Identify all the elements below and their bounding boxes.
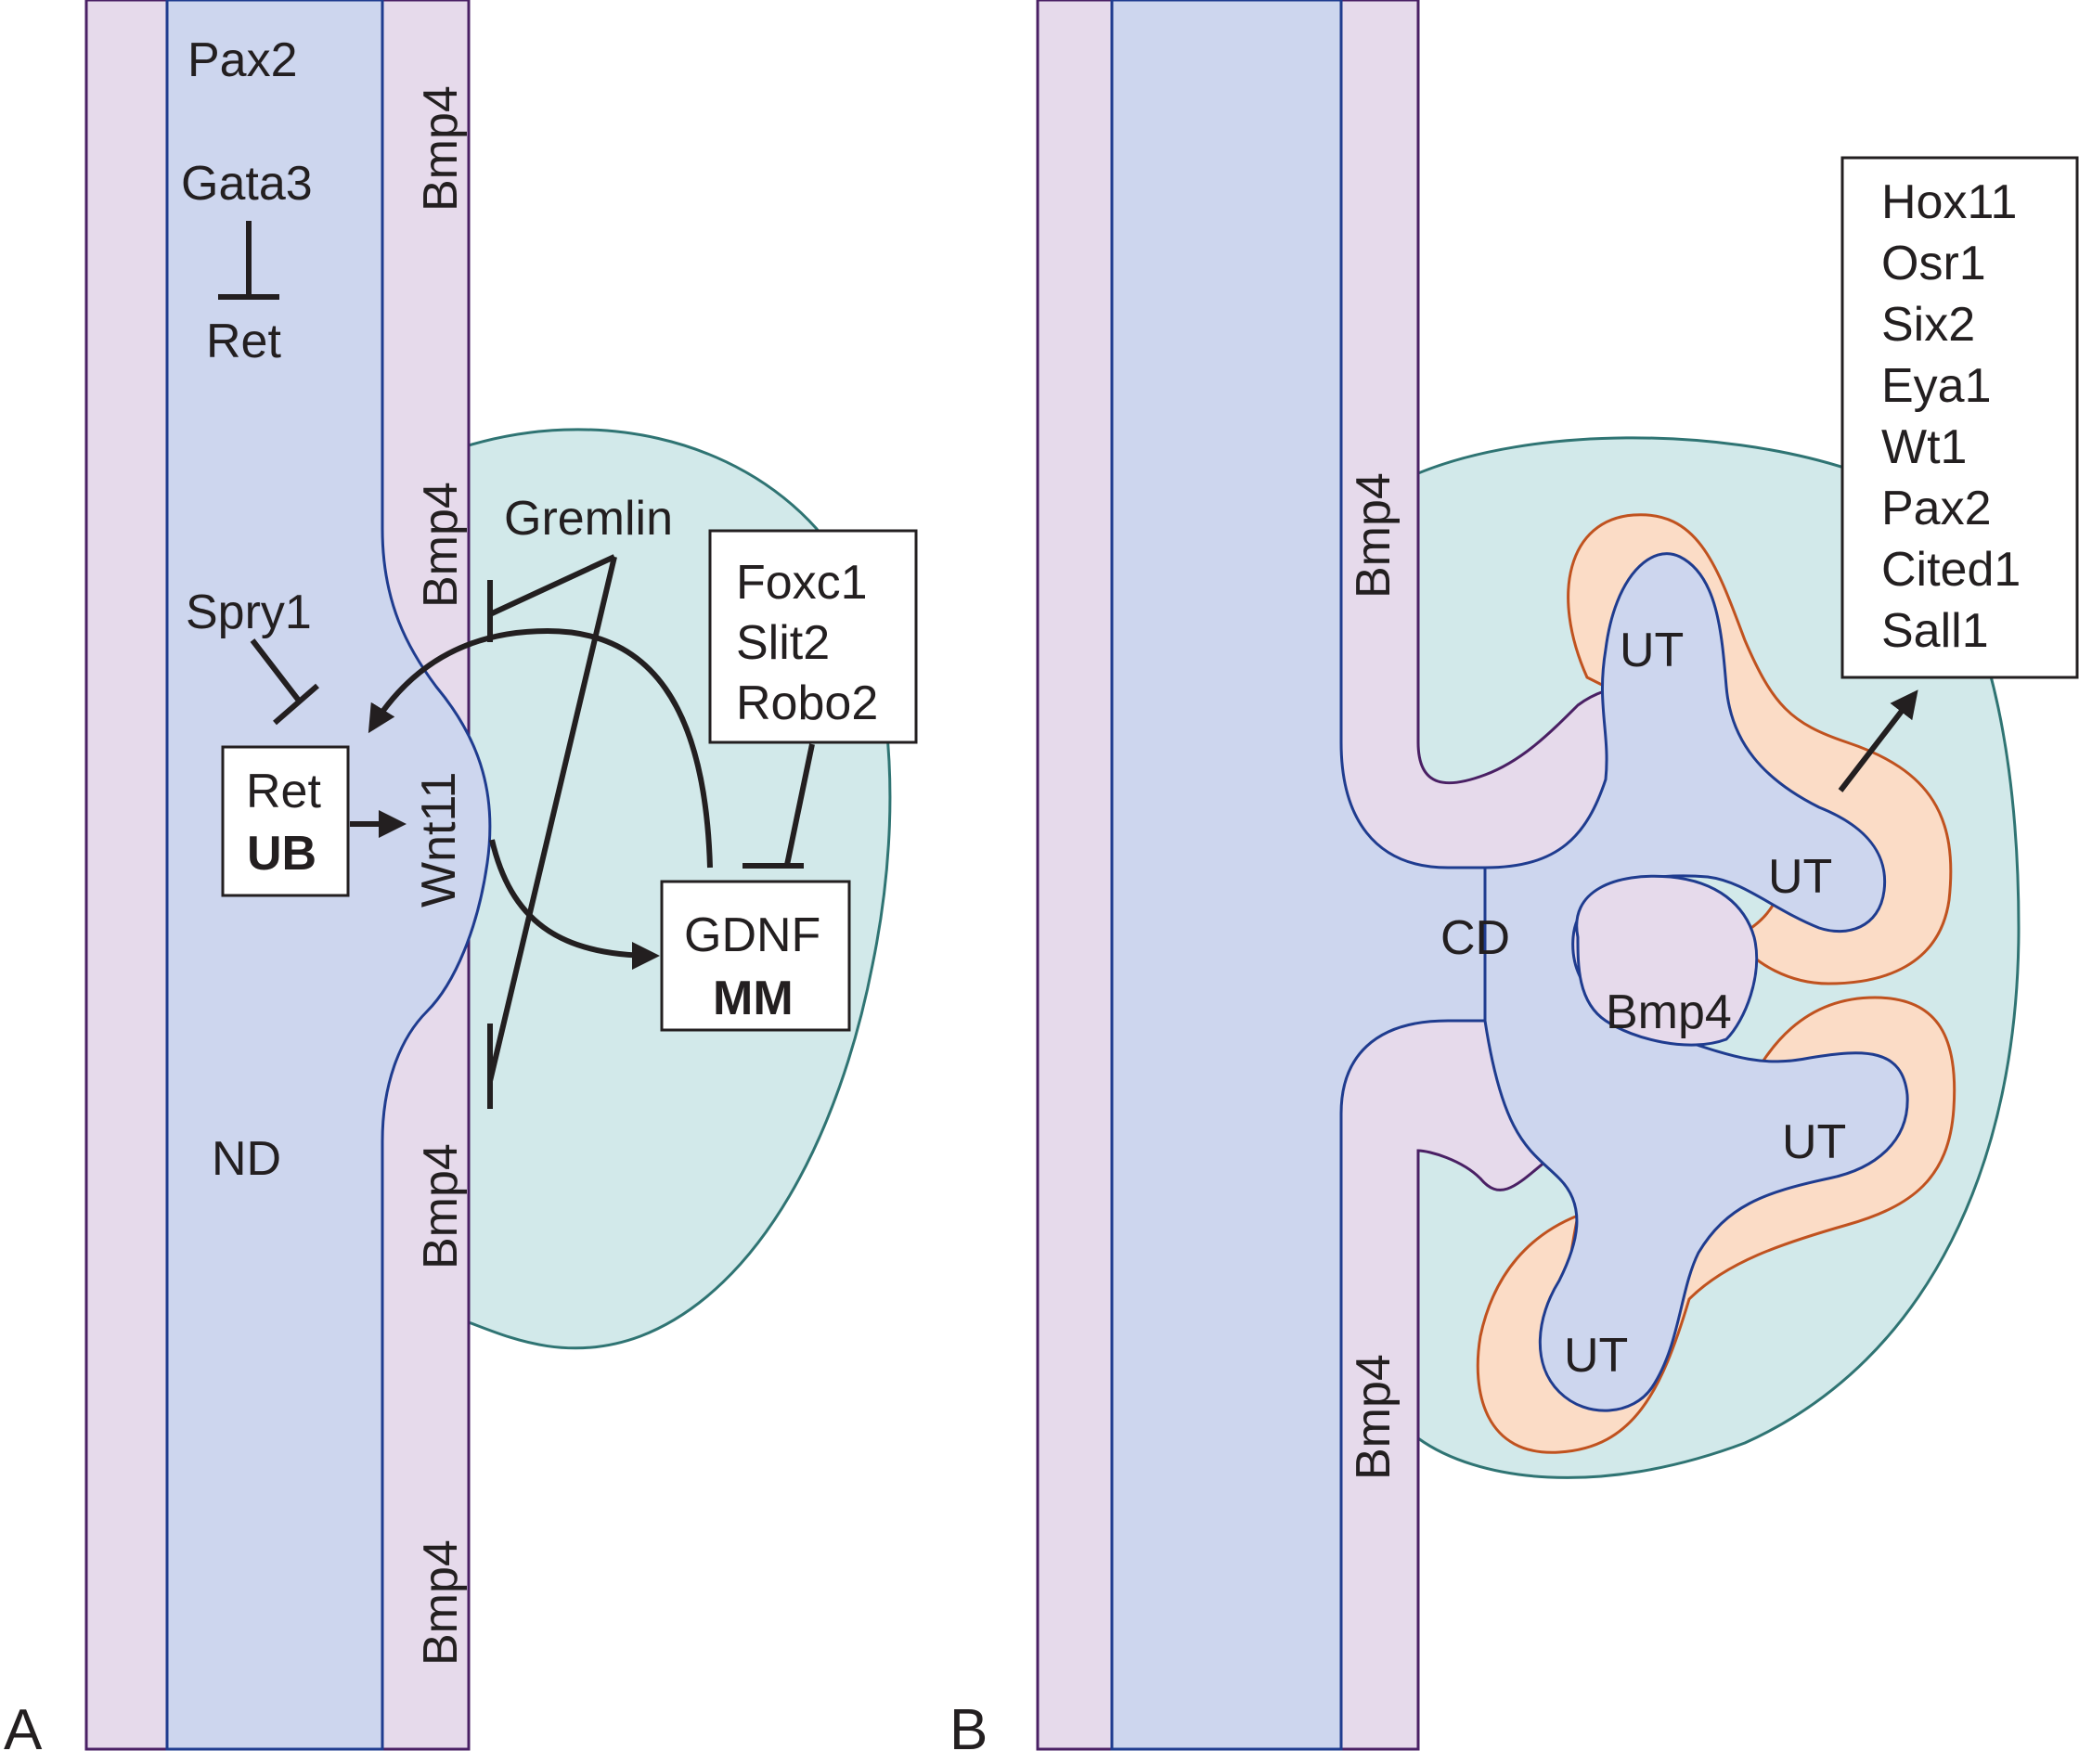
cap-to-genes-arrow [1838,689,1918,792]
ret-box-gene-label: Ret [246,765,321,818]
bmp4-label-a-3: Bmp4 [414,1143,468,1269]
gene-box-line-5: Wt1 [1881,420,1967,474]
collecting-duct-trunk [1110,0,1487,1751]
bmp4-label-b-1: Bmp4 [1347,472,1401,599]
ut-label-3: UT [1782,1115,1846,1169]
pax2-label-a: Pax2 [187,33,298,87]
gene-box-line-3: Six2 [1881,298,1975,352]
cd-label: CD [1440,911,1510,965]
bmp4-label-a-2: Bmp4 [414,482,468,608]
spry1-inhibition-bar [273,683,319,726]
foxc1-box-line-1: Foxc1 [736,556,868,610]
gene-box-line-1: Hox11 [1881,175,2017,229]
stroma-pocket-center [1575,874,1759,1047]
foxc1-inhibition-line [784,743,815,866]
gene-box-line-6: Pax2 [1881,482,1992,535]
panel-a-letter: A [4,1698,43,1762]
ut-label-1: UT [1620,624,1684,677]
bmp4-center-label: Bmp4 [1606,985,1732,1039]
panel-b: Bmp4 Bmp4 Bmp4 CD UT UT UT UT Hox11 Osr1… [949,0,2079,1762]
bmp4-label-a-4: Bmp4 [414,1539,468,1666]
panel-b-letter: B [949,1698,988,1762]
gene-box-line-7: Cited1 [1881,543,2021,597]
ret-inhibited-label: Ret [206,315,281,368]
gdnf-tissue-label: MM [713,972,794,1025]
gremlin-inhibition-upper [488,554,616,617]
gdnf-mm-box [660,880,851,1032]
gene-box-line-4: Eya1 [1881,359,1992,413]
cap-mesenchyme-gene-box [1840,156,2079,679]
ret-ub-box [221,745,350,897]
bmp4-label-a-1: Bmp4 [414,85,468,212]
gdnf-to-ub-arrow [368,627,713,869]
gremlin-inhibition-lower [487,556,617,1082]
bmp4-label-b-2: Bmp4 [1347,1354,1401,1480]
foxc1-box-line-2: Slit2 [736,616,830,670]
foxc1-box-line-3: Robo2 [736,676,878,730]
wnt11-label: Wnt11 [412,772,466,908]
ut-label-2: UT [1768,850,1832,904]
spry1-label: Spry1 [186,586,312,639]
gremlin-label: Gremlin [504,492,673,546]
ret-box-tissue-label: UB [247,827,316,881]
nd-label: ND [212,1132,281,1186]
spry1-inhibition-line [250,638,302,702]
wnt11-to-gdnf-arrow [489,839,660,970]
gene-box-line-8: Sall1 [1881,604,1989,658]
gata3-label: Gata3 [181,157,313,211]
foxc1-box [708,529,918,744]
gdnf-gene-label: GDNF [684,908,820,962]
panel-a: Pax2 Gata3 Ret Spry1 Ret UB ND Gremlin F… [4,0,918,1762]
ut-label-4: UT [1564,1329,1628,1383]
gene-box-line-2: Osr1 [1881,237,1986,290]
